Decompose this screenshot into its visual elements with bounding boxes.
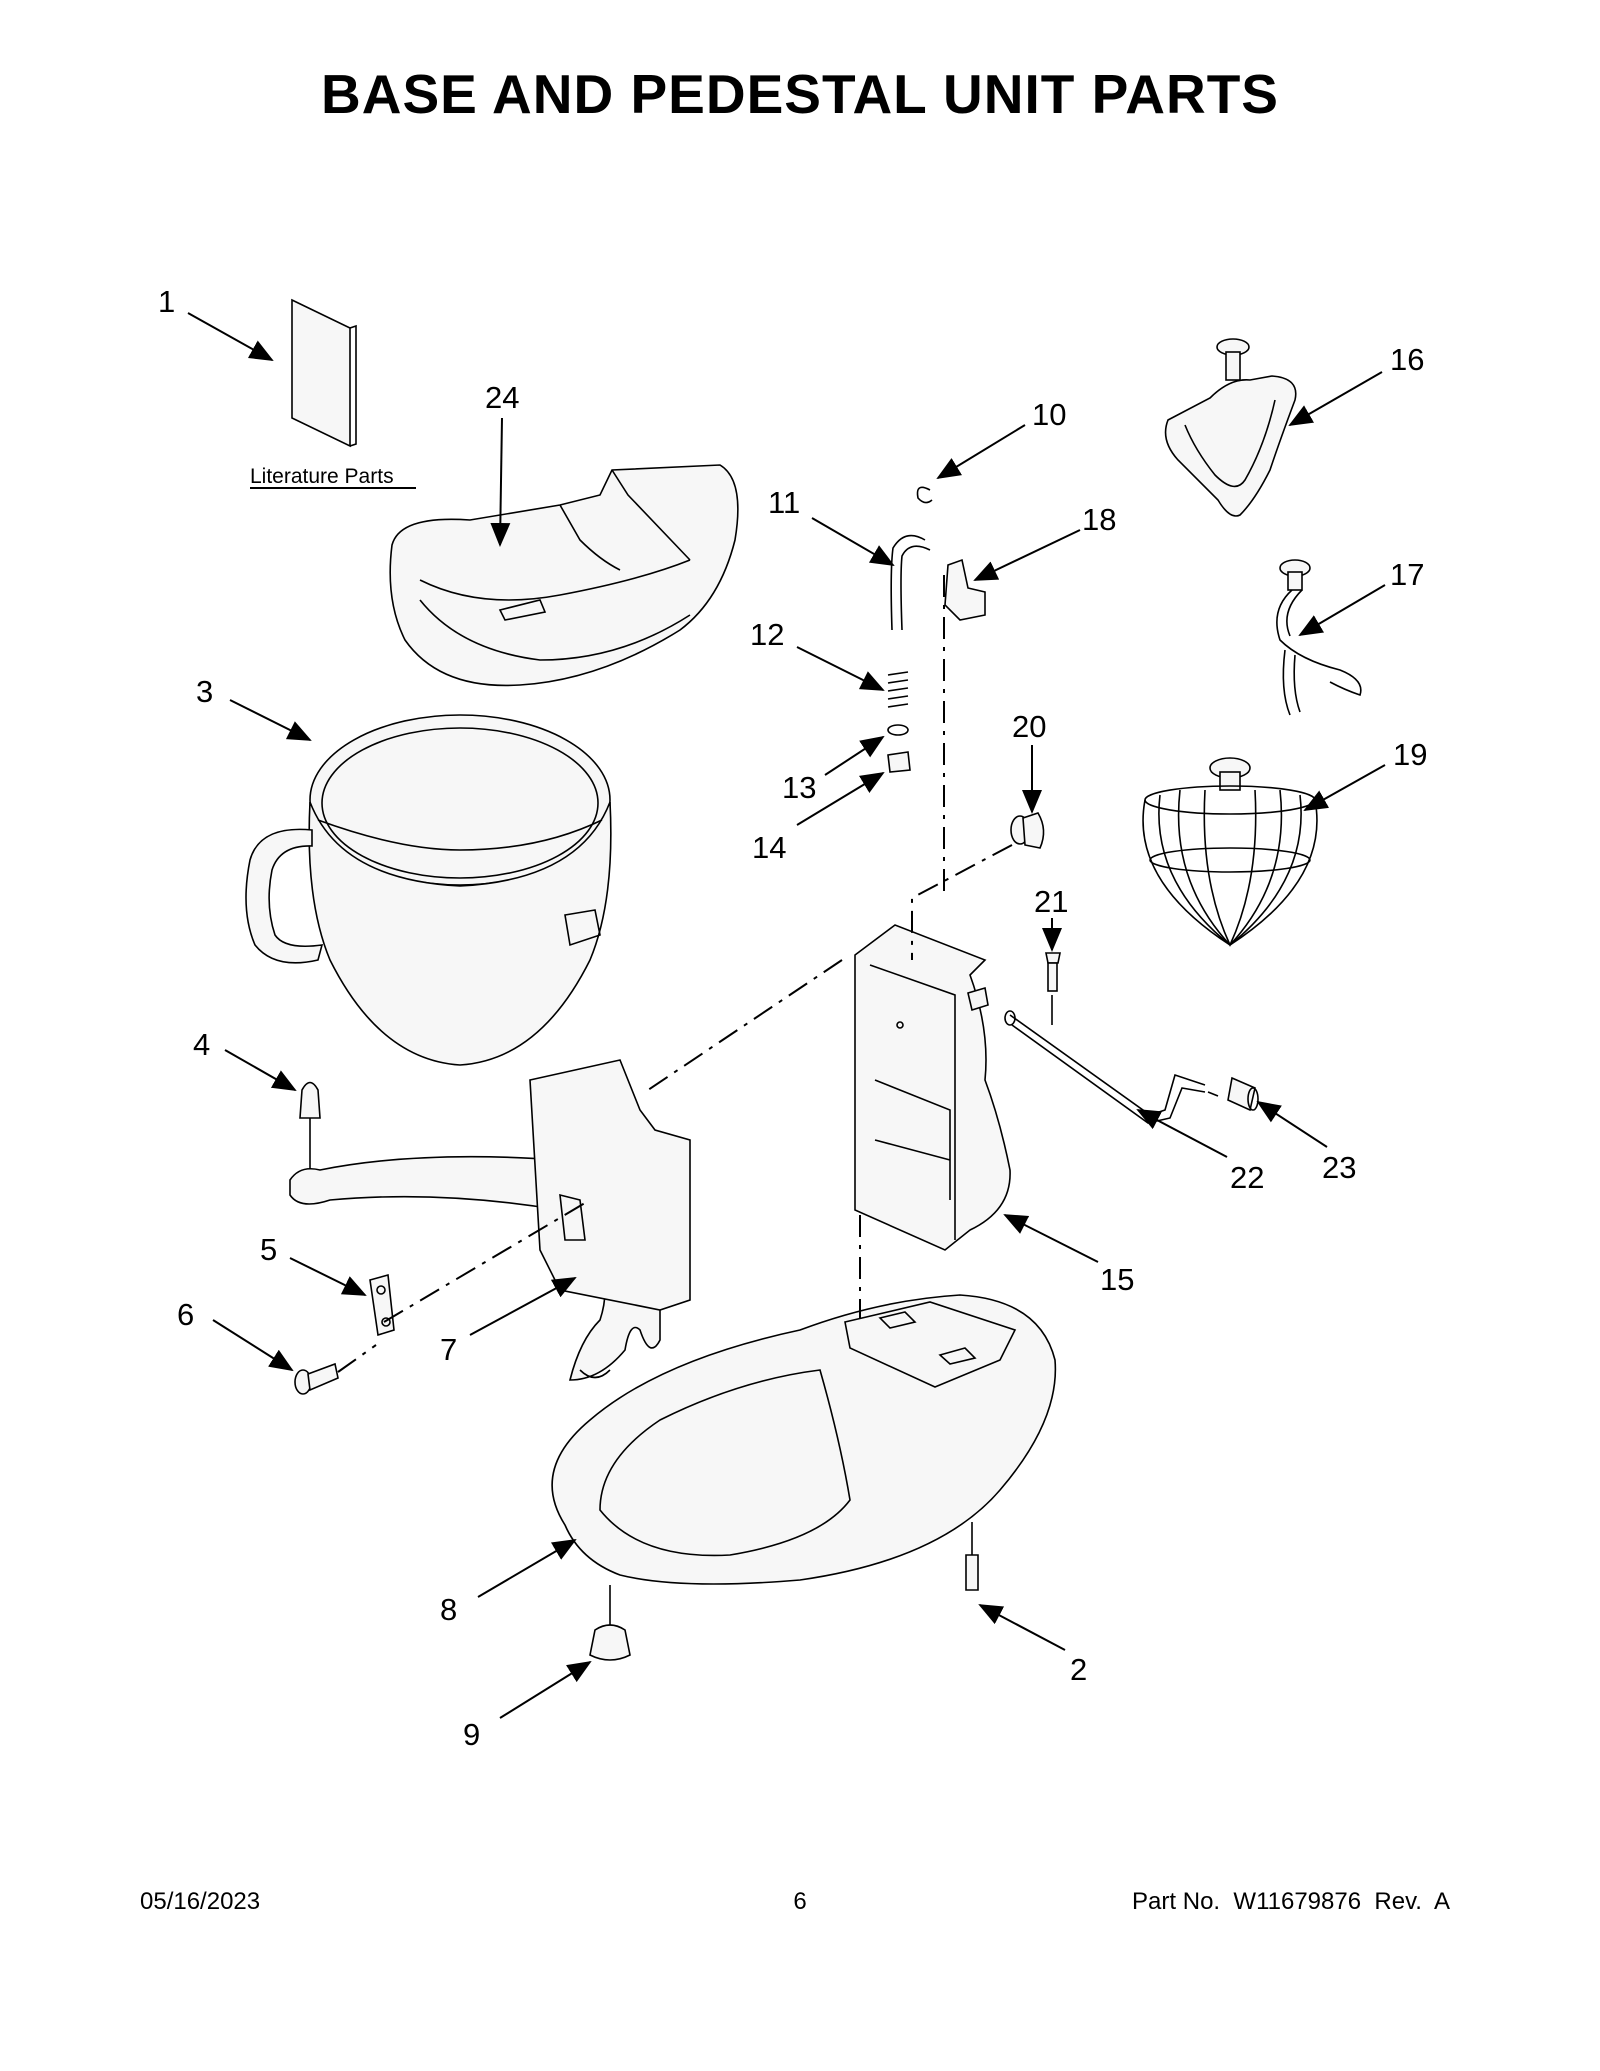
cap-part[interactable] — [1227, 1076, 1259, 1112]
foot-part[interactable] — [589, 1585, 631, 1661]
bracket-part[interactable] — [369, 1273, 395, 1337]
callout-20: 20 — [1012, 709, 1046, 744]
knob-part[interactable] — [1010, 812, 1045, 849]
callout-4: 4 — [193, 1027, 210, 1062]
callout-8: 8 — [440, 1592, 457, 1627]
callout-2: 2 — [1070, 1652, 1087, 1687]
callout-15: 15 — [1100, 1262, 1134, 1297]
flat-beater-part[interactable] — [1164, 338, 1297, 517]
bowl-support-part[interactable] — [289, 1059, 691, 1381]
assembly-lines — [337, 575, 1013, 1373]
leader-lines — [187, 312, 1386, 1719]
callout-22: 22 — [1230, 1160, 1264, 1195]
callout-1: 1 — [158, 284, 175, 319]
washer-part[interactable] — [887, 724, 909, 736]
literature-label: Literature Parts — [250, 465, 394, 488]
pedestal-part[interactable] — [854, 924, 1011, 1251]
wire-whip-part[interactable] — [1142, 757, 1318, 947]
callout-7: 7 — [440, 1332, 457, 1367]
callout-23: 23 — [1322, 1150, 1356, 1185]
hinge-pin-part[interactable] — [1004, 1010, 1219, 1124]
callout-11: 11 — [768, 485, 800, 520]
callout-3: 3 — [196, 674, 213, 709]
screw-part-6[interactable] — [294, 1362, 339, 1395]
clip-part[interactable] — [916, 486, 933, 504]
latch-part[interactable] — [944, 558, 986, 621]
base-part[interactable] — [551, 1294, 1057, 1585]
callout-24: 24 — [485, 380, 519, 415]
callout-19: 19 — [1393, 737, 1427, 772]
page-title: BASE AND PEDESTAL UNIT PARTS — [321, 63, 1279, 125]
spring-part[interactable] — [887, 671, 909, 708]
callout-21: 21 — [1034, 884, 1068, 919]
callout-14: 14 — [752, 830, 786, 865]
rod-part[interactable] — [890, 534, 931, 631]
pin-part[interactable] — [299, 1081, 321, 1181]
callout-labels: 1 24 3 4 5 6 7 8 9 2 10 11 18 12 13 14 1… — [158, 284, 1427, 1752]
pouring-shield-part[interactable] — [389, 464, 739, 687]
nut-part[interactable] — [887, 751, 911, 773]
callout-10: 10 — [1032, 397, 1066, 432]
callout-5: 5 — [260, 1232, 277, 1267]
screw-part-2[interactable] — [965, 1522, 979, 1591]
dough-hook-part[interactable] — [1276, 559, 1362, 716]
callout-13: 13 — [782, 770, 816, 805]
bowl-part[interactable] — [245, 714, 612, 1066]
callout-17: 17 — [1390, 557, 1424, 592]
callout-9: 9 — [463, 1717, 480, 1752]
footer-part-number: Part No. W11679876 Rev. A — [1132, 1888, 1450, 1915]
literature-part[interactable]: Literature Parts — [250, 298, 416, 489]
footer-page-number: 6 — [793, 1888, 807, 1915]
callout-16: 16 — [1390, 342, 1424, 377]
screw-part-21[interactable] — [1045, 952, 1061, 1025]
footer-date: 05/16/2023 — [140, 1888, 261, 1915]
callout-18: 18 — [1082, 502, 1116, 537]
callout-12: 12 — [750, 617, 784, 652]
callout-6: 6 — [177, 1297, 194, 1332]
